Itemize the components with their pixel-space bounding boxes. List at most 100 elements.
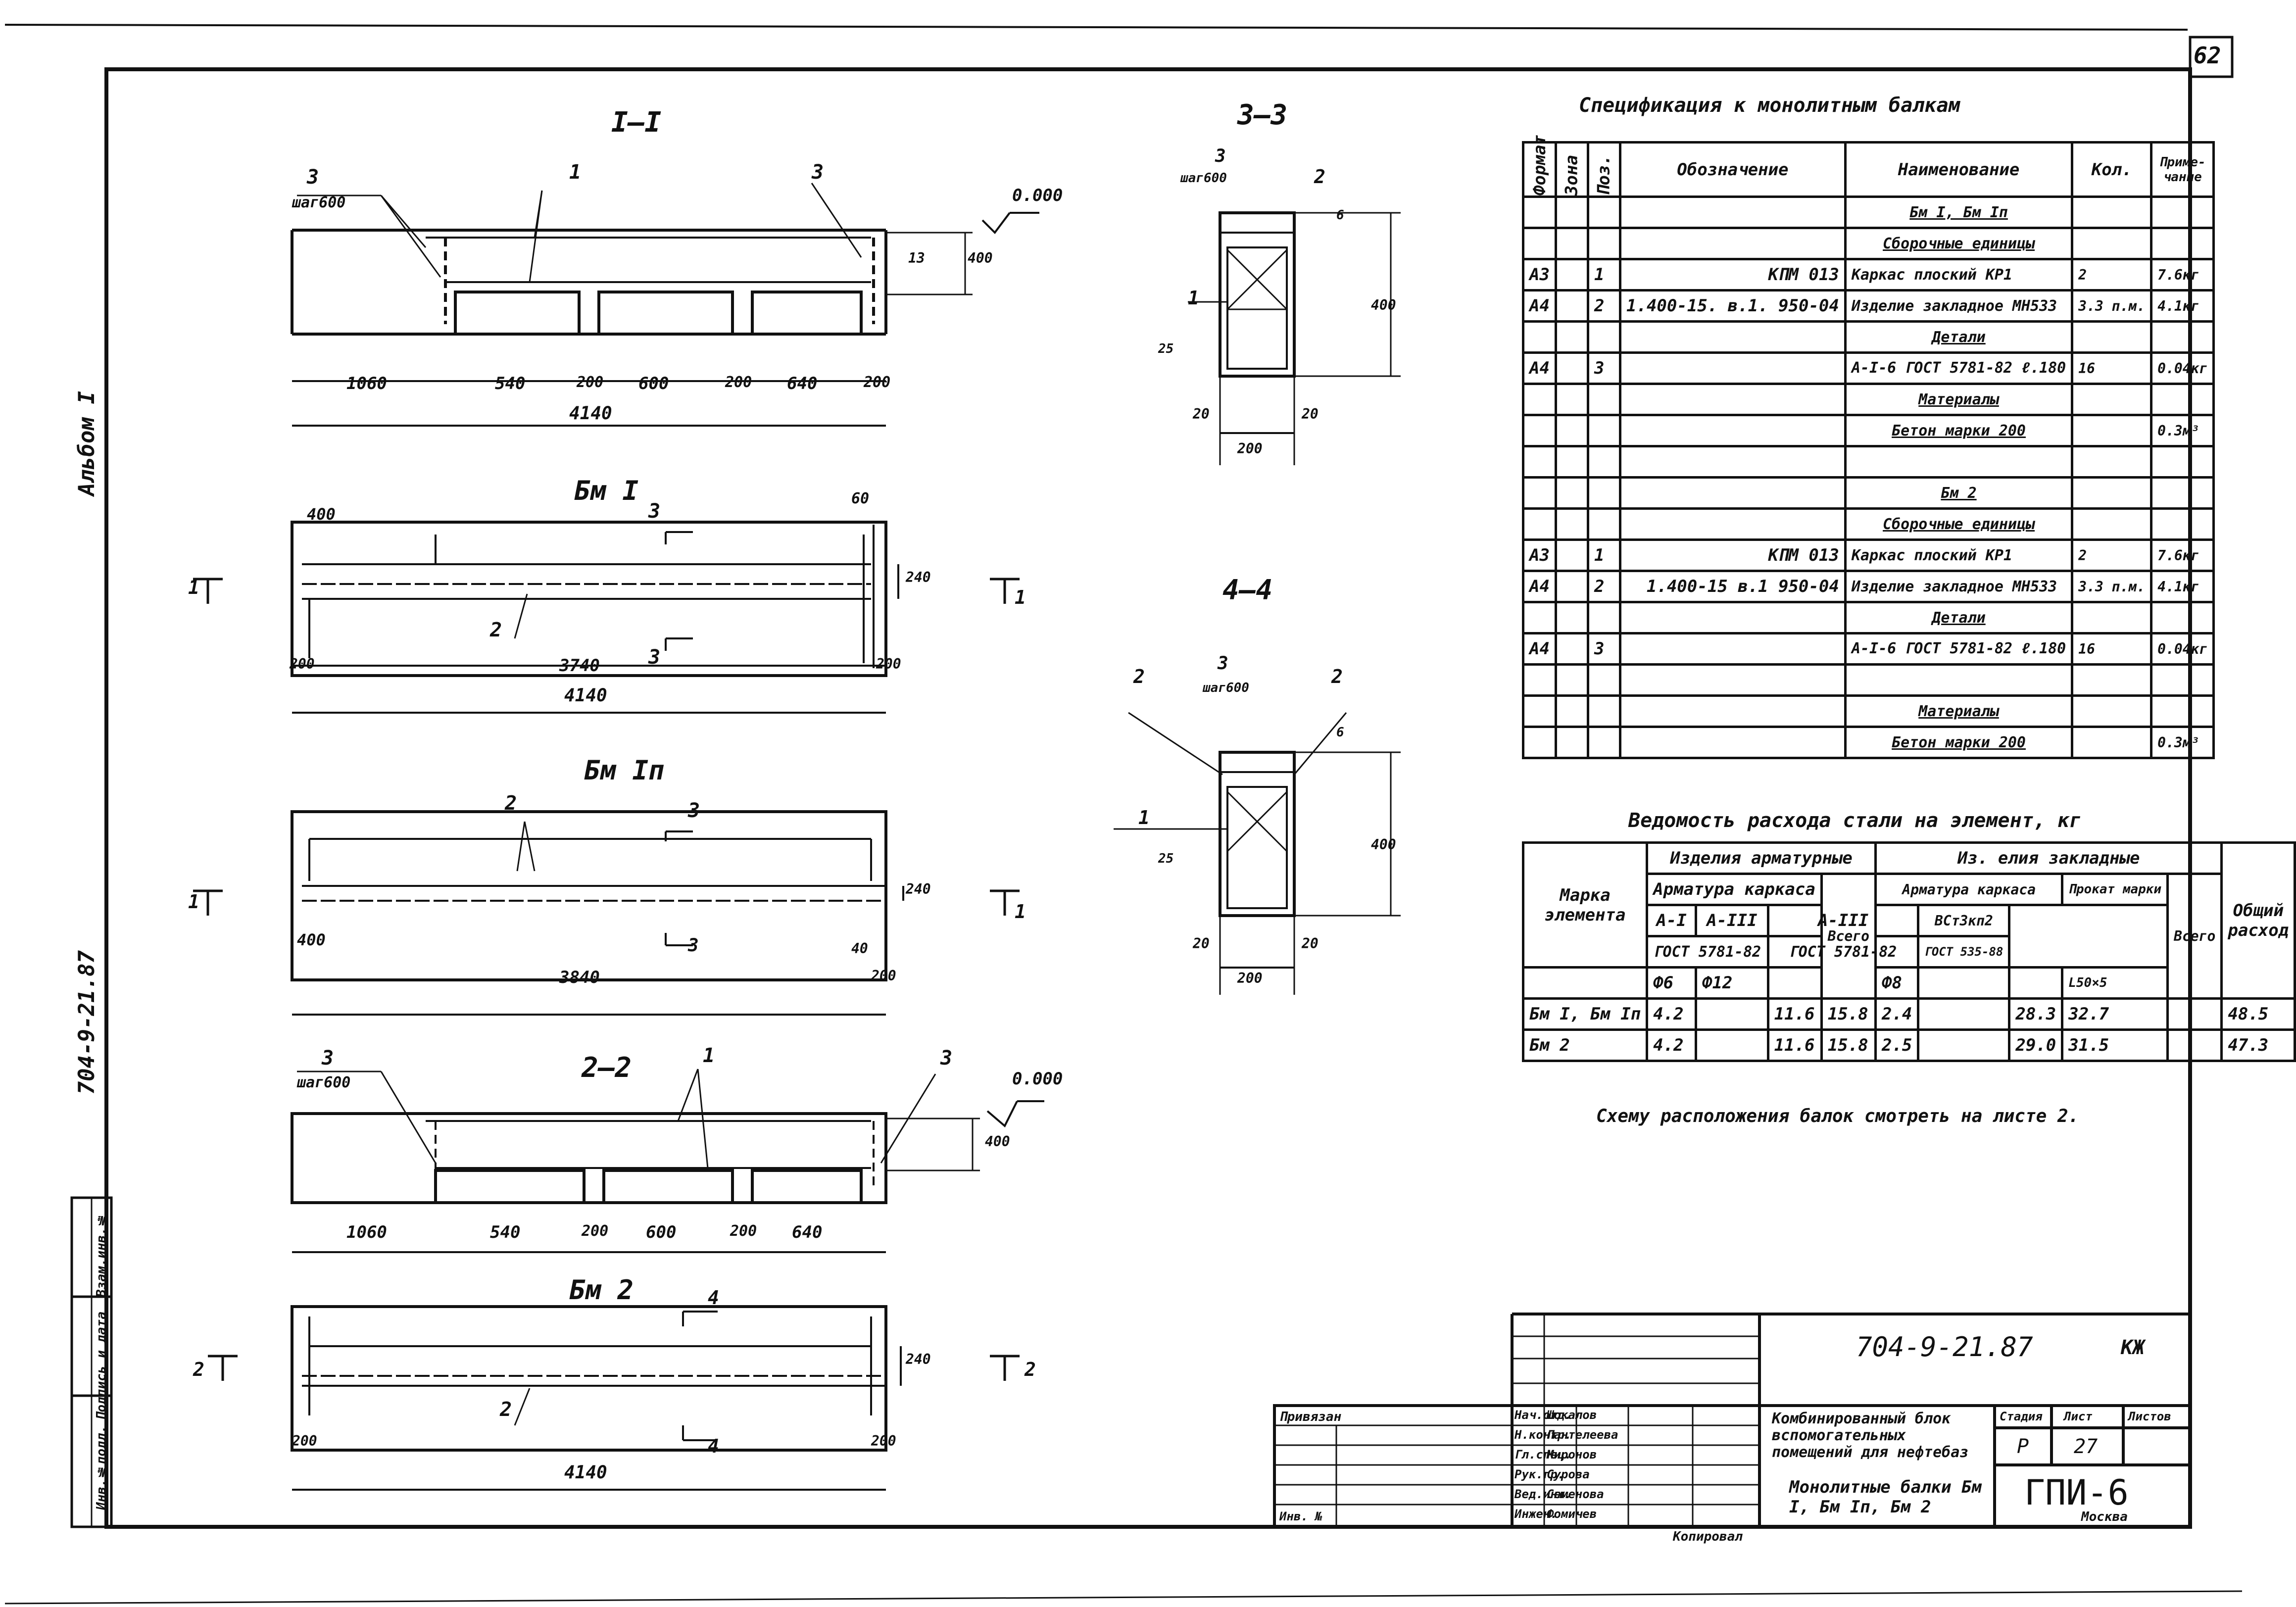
tb-city: Москва	[2081, 1510, 2128, 1524]
s44-callout-1: 1	[1138, 807, 1150, 828]
bm1-dim-240: 240	[906, 569, 931, 585]
bottom-trim-line	[4, 1590, 2243, 1605]
spec-cell	[1554, 694, 1589, 728]
title-section-1-1: I–I	[611, 106, 662, 139]
tb-inv: Инв. №	[1279, 1510, 1322, 1523]
spec-cell: Изделие закладное МН533	[1844, 570, 2074, 603]
callout-step: шаг600	[292, 194, 346, 211]
spec-table: Формат Зона Поз. Обозначение Наименовани…	[1522, 135, 2215, 759]
spec-cell	[1618, 507, 1847, 541]
tb-role: Вед.инж.	[1514, 1487, 1572, 1501]
bm1p-callout-3: 3	[688, 799, 700, 822]
spec-cell: 2	[1586, 570, 1621, 603]
bm1-dim-200b: 200	[876, 656, 901, 672]
spec-cell	[2150, 383, 2215, 416]
section-2-2	[291, 1069, 1044, 1253]
spec-cell	[1554, 538, 1589, 572]
dim-11-e: 200	[725, 374, 752, 391]
spec-cell: 0.3м³	[2150, 414, 2215, 447]
spec-cell	[1554, 227, 1589, 260]
album-label: Альбом I	[74, 391, 99, 496]
title-section-4-4: 4–4	[1222, 574, 1273, 606]
spec-cell	[1586, 726, 1621, 759]
outer-frame	[104, 67, 2192, 1529]
spec-cell	[1554, 383, 1589, 416]
spec-h-zone: Зона	[1556, 142, 1588, 197]
bm1-marker-left: 1	[188, 577, 199, 598]
tb-person: Фомичев	[1547, 1507, 1597, 1521]
spec-cell	[1844, 663, 2074, 697]
steel-title: Ведомость расхода стали на элемент, кг	[1628, 809, 2082, 832]
title-section-2-2: 2–2	[582, 1052, 632, 1084]
spec-cell	[1522, 195, 1557, 229]
spec-row: Детали	[1522, 601, 2215, 634]
spec-cell	[1554, 351, 1589, 385]
steel-row: Бм 2 4.2 11.6 15.8 2.5 29.0 31.5 47.3	[1521, 1028, 2296, 1062]
stamp-sign: Подпись и дата	[94, 1312, 109, 1420]
s44-dim-20b: 20	[1302, 935, 1319, 952]
spec-cell: А3	[1522, 258, 1557, 292]
bm1p-marker-right: 1	[1015, 901, 1026, 923]
spec-cell: 2	[2071, 258, 2153, 292]
spec-cell: 3.3 п.м.	[2071, 289, 2153, 323]
s44-dim-6: 6	[1336, 725, 1344, 740]
spec-cell	[2150, 663, 2215, 697]
spec-cell	[1554, 320, 1589, 354]
spec-cell	[1554, 195, 1589, 229]
title-bm1p: Бм Iп	[584, 755, 665, 786]
tb-stage: Р	[2017, 1435, 2029, 1458]
spec-cell	[2071, 383, 2153, 416]
spec-cell	[1618, 227, 1847, 260]
steel-h-total: Всего	[1820, 873, 1877, 1000]
spec-cell	[1554, 663, 1589, 697]
spec-header-row: Формат Зона Поз. Обозначение Наименовани…	[1523, 135, 2215, 198]
tb-person: Шокалов	[1547, 1408, 1597, 1422]
spec-cell	[1618, 351, 1847, 385]
s44-callout-3: 3	[1218, 653, 1228, 674]
spec-cell	[1618, 383, 1847, 416]
beam-bm1p	[291, 810, 904, 1016]
steel-val: 2.4	[1874, 997, 1920, 1031]
spec-cell: Изделие закладное МН533	[1844, 289, 2074, 323]
tb-sheet-name: Монолитные балки Бм I, Бм Iп, Бм 2	[1789, 1477, 1982, 1517]
dim-11-g: 200	[864, 374, 891, 391]
steel-h-plate: L50×5	[2061, 966, 2169, 1000]
spec-cell	[2071, 694, 2153, 728]
steel-h-f6: Ф6	[1646, 966, 1697, 1000]
spec-cell: 4.1кг	[2150, 570, 2215, 603]
spec-cell	[2071, 195, 2153, 229]
steel-h-frame: Арматура каркаса	[1646, 873, 1823, 906]
spec-cell: 3	[1586, 351, 1621, 385]
spec-cell	[2071, 227, 2153, 260]
drawing-sheet: 62 Альбом I 704-9-21.87 Инв.№подл. Подпи…	[4, 24, 2296, 1605]
s33-dim-200: 200	[1237, 440, 1263, 457]
spec-cell	[1618, 320, 1847, 354]
spec-title: Спецификация к монолитным балкам	[1579, 94, 1960, 117]
spec-cell	[1586, 445, 1621, 479]
s33-callout-2: 2	[1314, 166, 1325, 188]
tb-linked: Привязан	[1279, 1410, 1342, 1424]
page-number-box	[2189, 36, 2234, 78]
steel-val: 4.2	[1646, 997, 1697, 1031]
steel-val: 29.0	[2008, 1028, 2064, 1062]
bm1p-dim-240: 240	[906, 881, 931, 897]
bm1p-dim-200: 200	[871, 968, 896, 984]
spec-cell	[1618, 694, 1847, 728]
bm2-dim-4140: 4140	[564, 1462, 607, 1483]
bm1p-callout-2: 2	[505, 792, 517, 815]
spec-cell: Бетон марки 200	[1844, 414, 2074, 447]
spec-cell: 2	[2071, 538, 2153, 572]
spec-cell: 0.04кг	[2150, 351, 2215, 385]
spec-cell: Материалы	[1844, 694, 2074, 728]
steel-h-mark: Марка элемента	[1521, 841, 1649, 969]
spec-cell	[1522, 694, 1557, 728]
spec-h-format: Формат	[1523, 135, 1556, 197]
spec-cell	[2150, 601, 2215, 634]
s22-dim-e: 200	[730, 1222, 757, 1240]
tb-sheets-h: Листов	[2128, 1410, 2171, 1423]
s44-dim-20: 20	[1193, 935, 1210, 952]
spec-cell: 0.04кг	[2150, 632, 2215, 666]
